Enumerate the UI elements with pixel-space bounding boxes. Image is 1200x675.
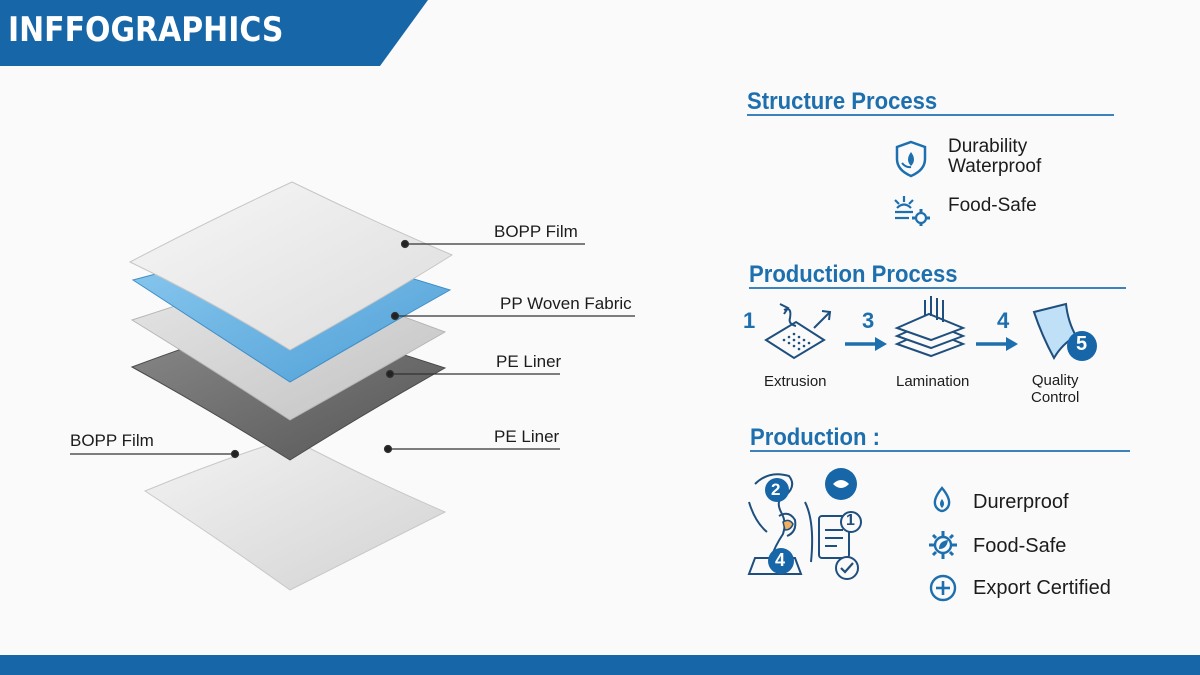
production-illustration: [747, 468, 862, 580]
label-bopp-film-top: BOPP Film: [494, 222, 578, 241]
production-process-title: Production Process: [749, 261, 958, 288]
feature-food-safe-top: Food-Safe: [948, 195, 1037, 216]
illustration-badge-1: 1: [846, 512, 855, 529]
production-title: Production :: [750, 424, 881, 451]
extrusion-icon: [764, 303, 832, 360]
lamination-icon: [894, 296, 966, 358]
sun-gear-icon: [894, 196, 930, 226]
illustration-badge-4: 4: [775, 550, 786, 570]
step-number-3: 3: [862, 308, 875, 333]
structure-process-rule: [747, 114, 1114, 116]
footer-banner: [0, 655, 1200, 675]
page-title: INFFOGRAPHICS: [8, 10, 284, 50]
leader-lines: [70, 239, 635, 459]
step-badge-5: 5: [1076, 333, 1088, 355]
label-pe-liner-top: PE Liner: [496, 352, 562, 371]
production-rule: [750, 450, 1130, 452]
structure-process-title: Structure Process: [747, 88, 938, 115]
step-label-extrusion: Extrusion: [764, 373, 827, 390]
label-pp-woven-fabric: PP Woven Fabric: [500, 294, 632, 313]
quality-sheet-icon: [1032, 302, 1097, 361]
bopp-film-bottom-layer: [143, 437, 447, 591]
label-bopp-film-bottom: BOPP Film: [70, 431, 154, 450]
certified-plus-icon: [929, 574, 957, 602]
arrow-right-icon-2: [976, 337, 1018, 351]
step-label-lamination: Lamination: [896, 373, 970, 390]
feature-durerproof: Durerproof: [973, 491, 1069, 513]
feature-durability-label: Durability: [948, 136, 1028, 157]
step-label-control: Control: [1031, 389, 1080, 406]
illustration-badge-2: 2: [771, 480, 781, 499]
label-pe-liner-bottom: PE Liner: [494, 427, 560, 446]
water-drop-icon: [933, 486, 951, 513]
gear-leaf-icon: [929, 531, 957, 559]
shield-water-icon: [895, 140, 927, 178]
bopp-film-top-layer: [128, 181, 454, 351]
arrow-right-icon: [845, 337, 887, 351]
step-number-1: 1: [743, 308, 756, 333]
production-process-rule: [749, 287, 1126, 289]
feature-food-safe: Food-Safe: [973, 535, 1067, 557]
feature-durability-waterproof: Durability Waterproof: [948, 137, 1041, 177]
step-label-quality: Quality: [1031, 372, 1079, 389]
step-number-4: 4: [997, 308, 1010, 333]
feature-export-certified: Export Certified: [973, 577, 1111, 599]
header-banner: [0, 0, 428, 66]
layer-stack-diagram: [70, 181, 635, 591]
step-label-quality-control: Quality Control: [1031, 372, 1079, 406]
feature-waterproof-label: Waterproof: [948, 156, 1042, 177]
